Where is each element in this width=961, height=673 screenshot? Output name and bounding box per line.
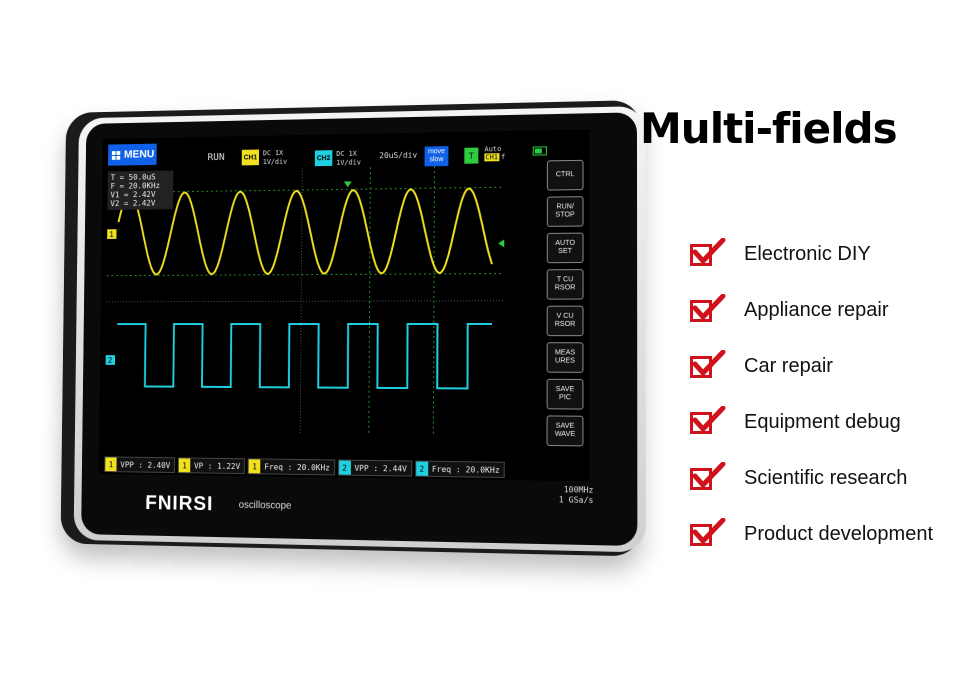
feature-item: Scientific research xyxy=(690,450,933,506)
trigger-edge: f xyxy=(501,153,506,162)
checkmark-icon xyxy=(690,294,726,326)
menu-label: MENU xyxy=(123,148,155,161)
meas-text: VP : 1.22V xyxy=(194,461,241,471)
time-base[interactable]: 20uS/div xyxy=(379,150,418,161)
meas-channel-tag: 1 xyxy=(178,458,191,473)
meas-text: Freq : 20.0KHz xyxy=(264,461,330,472)
brand-subtitle: oscilloscope xyxy=(238,499,292,512)
ch2-scale: 1V/div xyxy=(336,158,361,167)
ch1-tag[interactable]: CH1 xyxy=(241,149,260,166)
save-wave-button[interactable]: SAVE WAVE xyxy=(546,415,584,447)
run-stop-button[interactable]: RUN/ STOP xyxy=(546,196,584,227)
meas-text: VPP : 2.44V xyxy=(354,463,407,474)
trigger-channel: CH1 xyxy=(484,153,500,162)
checkmark-icon xyxy=(690,518,726,550)
ch2-info: DC 1X 1V/div xyxy=(336,150,361,168)
ch1-info: DC 1X 1V/div xyxy=(263,149,287,167)
ch1-marker-label: 1 xyxy=(109,230,113,239)
trigger-tag[interactable]: T xyxy=(464,147,479,164)
slow-label: slow xyxy=(429,156,444,164)
checkmark-icon xyxy=(690,462,726,494)
menu-button[interactable]: MENU xyxy=(108,143,157,166)
ch2-coupling: DC 1X xyxy=(336,149,357,158)
feature-item: Equipment debug xyxy=(690,394,933,450)
meas-text: VPP : 2.40V xyxy=(120,460,171,470)
feature-label: Appliance repair xyxy=(744,298,889,321)
feature-label: Scientific research xyxy=(744,466,908,489)
meas-channel-tag: 2 xyxy=(338,460,351,475)
trigger-info[interactable]: Auto CH1 f xyxy=(484,145,506,162)
move-speed-button[interactable]: move slow xyxy=(424,146,449,167)
feature-label: Car repair xyxy=(744,354,833,377)
waveform-display[interactable]: 1 2 xyxy=(105,164,545,458)
ctrl-button[interactable]: CTRL xyxy=(546,159,584,191)
ch2-marker-label: 2 xyxy=(108,356,112,365)
oscilloscope-device: MENU RUN CH1 DC 1X 1V/div CH2 DC 1X 1V/d… xyxy=(60,100,646,557)
readout-line: V2 = 2.42V xyxy=(110,198,156,209)
meas-channel-tag: 1 xyxy=(105,457,117,472)
run-status[interactable]: RUN xyxy=(207,152,225,164)
move-label: move xyxy=(427,148,446,156)
ch1-marker[interactable]: 1 xyxy=(107,229,117,239)
feature-label: Electronic DIY xyxy=(744,242,871,265)
device-specs: 100MHz 1 GSa/s xyxy=(559,485,594,506)
feature-item: Car repair xyxy=(690,338,933,394)
cursor-readout: T = 50.0uS F = 20.0KHz V1 = 2.42V V2 = 2… xyxy=(107,170,174,211)
measurement-item[interactable]: 1 VPP : 2.40V xyxy=(104,456,176,474)
measures-button[interactable]: MEAS URES xyxy=(546,342,584,373)
trigger-level-marker[interactable] xyxy=(498,239,505,248)
meas-text: Freq : 20.0KHz xyxy=(431,464,500,475)
feature-list: Electronic DIY Appliance repair Car repa… xyxy=(690,226,933,562)
ch1-waveform xyxy=(118,188,492,274)
ch2-marker[interactable]: 2 xyxy=(105,355,116,365)
grid-icon xyxy=(111,150,121,160)
brand-logo: FNIRSI xyxy=(145,492,214,516)
auto-set-button[interactable]: AUTO SET xyxy=(546,232,584,264)
bandwidth-label: 100MHz xyxy=(563,485,594,495)
measurement-item[interactable]: 2 VPP : 2.44V xyxy=(337,459,412,477)
meas-channel-tag: 1 xyxy=(248,459,261,474)
feature-item: Electronic DIY xyxy=(690,226,933,282)
measurement-item[interactable]: 2 Freq : 20.0KHz xyxy=(414,460,505,479)
sample-rate-label: 1 GSa/s xyxy=(558,495,594,506)
voltage-cursor-button[interactable]: V CU RSOR xyxy=(546,305,584,337)
checkmark-icon xyxy=(690,406,726,438)
time-cursor-button[interactable]: T CU RSOR xyxy=(546,269,584,300)
ch1-coupling: DC 1X xyxy=(262,149,284,158)
headline: Multi-fields xyxy=(640,104,898,153)
ch1-scale: 1V/div xyxy=(262,157,288,167)
checkmark-icon xyxy=(690,350,726,382)
measurement-item[interactable]: 1 VP : 1.22V xyxy=(177,457,246,475)
checkmark-icon xyxy=(690,238,726,270)
trigger-marker[interactable] xyxy=(343,181,352,188)
feature-label: Product development xyxy=(744,522,934,545)
feature-label: Equipment debug xyxy=(744,410,901,433)
battery-icon xyxy=(532,146,547,156)
feature-item: Appliance repair xyxy=(690,282,933,338)
save-pic-button[interactable]: SAVE PIC xyxy=(546,378,584,410)
feature-item: Product development xyxy=(690,506,933,562)
ch2-waveform xyxy=(117,324,492,389)
ch2-tag[interactable]: CH2 xyxy=(314,150,333,167)
meas-channel-tag: 2 xyxy=(415,461,428,476)
measurement-item[interactable]: 1 Freq : 20.0KHz xyxy=(247,458,335,476)
side-button-column: CTRL RUN/ STOP AUTO SET T CU RSOR V CU R… xyxy=(546,159,584,453)
